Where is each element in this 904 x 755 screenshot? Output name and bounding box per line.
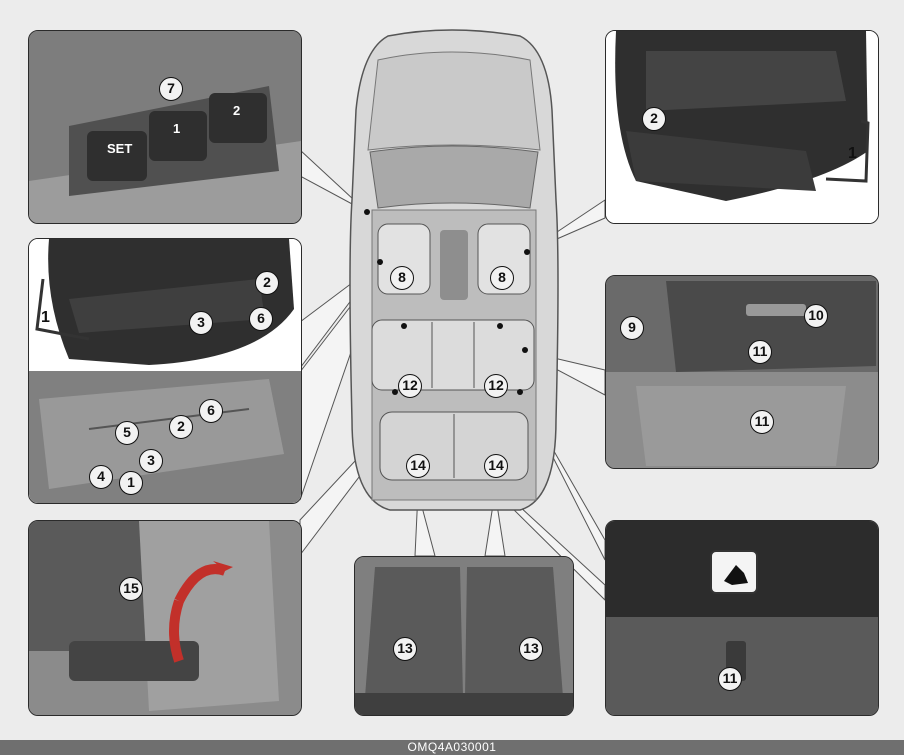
callout-5: 5 <box>115 421 139 445</box>
callout-6: 6 <box>249 307 273 331</box>
callout-14-right: 14 <box>484 454 508 478</box>
callout-12-right: 12 <box>484 374 508 398</box>
callout-2-low: 2 <box>169 415 193 439</box>
front-seat-lever-panel: 2 1 <box>605 30 879 224</box>
figure-caption: OMQ4A030001 <box>0 740 904 755</box>
callout-7: 7 <box>159 77 183 101</box>
callout-11-bottom: 11 <box>718 667 742 691</box>
memory-seat-buttons-panel: SET 1 2 7 <box>28 30 302 224</box>
callout-1-right: 1 <box>848 145 857 162</box>
callout-9: 9 <box>620 316 644 340</box>
memory-button-2-label: 2 <box>233 103 241 118</box>
callout-13-right: 13 <box>519 637 543 661</box>
callout-11-upper: 11 <box>748 340 772 364</box>
set-button-label: SET <box>107 141 133 156</box>
callout-15: 15 <box>119 577 143 601</box>
callout-10: 10 <box>804 304 828 328</box>
callout-13-left: 13 <box>393 637 417 661</box>
seat-power-controls-panel: 2 3 6 1 5 2 6 3 4 1 <box>28 238 302 504</box>
memory-button-1-label: 1 <box>173 121 181 136</box>
callout-4: 4 <box>89 465 113 489</box>
armrest-panel: 15 <box>28 520 302 716</box>
third-row-fold-switch-panel: 11 <box>605 520 879 716</box>
callout-11-lower: 11 <box>750 410 774 434</box>
cargo-seatback-panel: 13 13 <box>354 556 574 716</box>
callout-1-low: 1 <box>119 471 143 495</box>
callout-14-left: 14 <box>406 454 430 478</box>
callout-1-left: 1 <box>41 309 50 326</box>
callout-2-mid: 2 <box>255 271 279 295</box>
callout-3: 3 <box>189 311 213 335</box>
callout-6-low: 6 <box>199 399 223 423</box>
callout-2: 2 <box>642 107 666 131</box>
callout-8-right: 8 <box>490 266 514 290</box>
callout-12-left: 12 <box>398 374 422 398</box>
callout-8-left: 8 <box>390 266 414 290</box>
second-row-controls-panel: 9 10 11 11 <box>605 275 879 469</box>
callout-3-low: 3 <box>139 449 163 473</box>
